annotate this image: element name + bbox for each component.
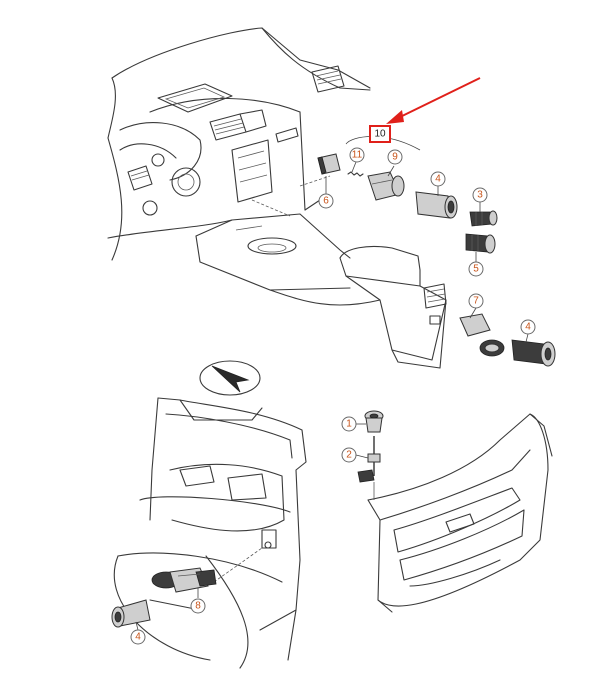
part-5-plug — [465, 233, 496, 254]
highlight-arrow — [386, 77, 481, 124]
part-6-switch — [317, 153, 341, 175]
callout-1-text: 1 — [346, 419, 352, 430]
callout-5-text: 5 — [473, 264, 479, 275]
callout-11: 11 — [349, 147, 365, 163]
callout-8-text: 8 — [195, 601, 201, 612]
callout-4-top-text: 4 — [435, 174, 441, 185]
callout-11-text: 11 — [352, 150, 363, 161]
callout-10-text: 10 — [374, 129, 386, 140]
part-8-socket-assembly — [151, 567, 217, 593]
part-2-bulb-holder — [357, 436, 381, 500]
callout-5: 5 — [468, 261, 484, 277]
callout-4-right-text: 4 — [525, 322, 531, 333]
callout-9: 9 — [387, 149, 403, 165]
callout-6-text: 6 — [323, 196, 329, 207]
callout-7: 7 — [468, 293, 484, 309]
callout-10-highlighted: 10 — [369, 125, 391, 143]
rear-door-panel-illustration — [113, 397, 307, 669]
dashboard-illustration — [107, 27, 371, 261]
center-console-illustration — [195, 175, 447, 369]
callout-3: 3 — [472, 187, 488, 203]
part-9-socket-housing — [367, 171, 405, 201]
callout-4-top: 4 — [430, 171, 446, 187]
part-4-socket-bottom-left — [111, 599, 151, 628]
callout-2: 2 — [341, 447, 357, 463]
direction-arrow-icon — [199, 360, 261, 396]
part-11-spring — [347, 171, 364, 177]
callout-4-bottom-left-text: 4 — [135, 632, 141, 643]
callout-7-text: 7 — [473, 296, 479, 307]
callout-1: 1 — [341, 416, 357, 432]
part-4-socket-top — [415, 191, 458, 219]
callout-9-text: 9 — [392, 152, 398, 163]
callout-4-right: 4 — [520, 319, 536, 335]
part-1-lamp — [364, 410, 384, 433]
callout-4-bottom-left: 4 — [130, 629, 146, 645]
part-4-socket-right — [511, 339, 556, 367]
front-door-panel-illustration — [367, 413, 553, 613]
callout-2-text: 2 — [346, 450, 352, 461]
callout-8: 8 — [190, 598, 206, 614]
part-3-plug — [469, 210, 498, 227]
callout-6: 6 — [318, 193, 334, 209]
part-7-socket-ring — [459, 313, 505, 357]
callout-3-text: 3 — [477, 190, 483, 201]
